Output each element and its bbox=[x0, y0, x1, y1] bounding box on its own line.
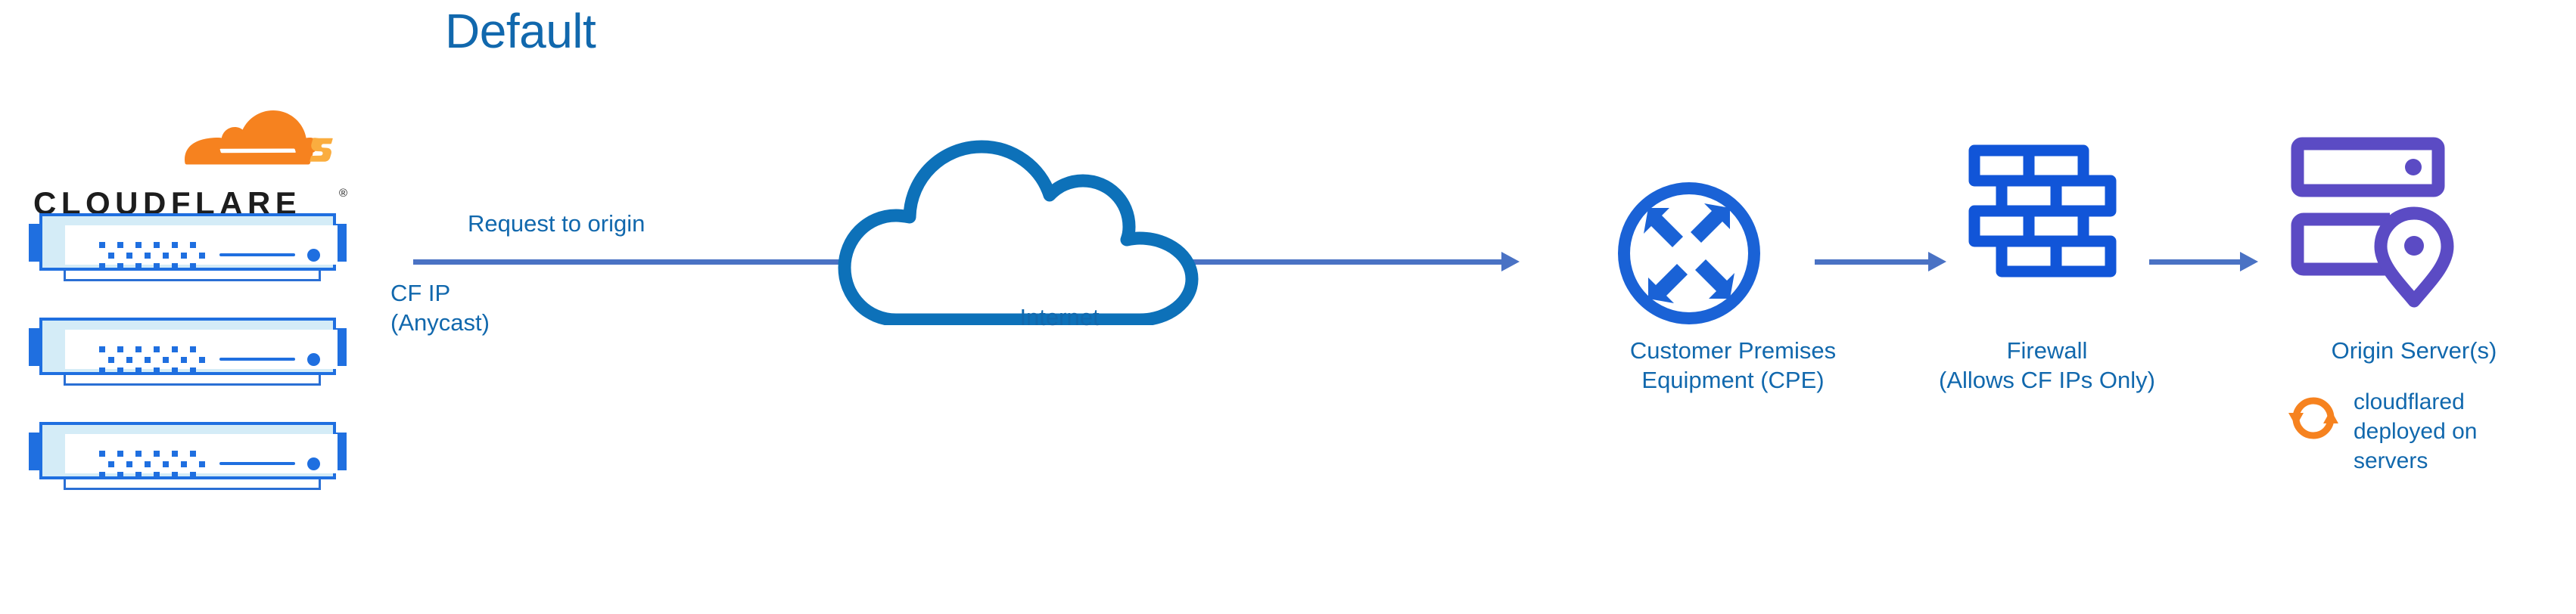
rack-status-dot bbox=[307, 457, 320, 470]
rack-tab-left bbox=[29, 433, 42, 470]
rack-face bbox=[65, 434, 338, 478]
cf-ip-label: CF IP (Anycast) bbox=[390, 280, 490, 336]
request-to-origin-label: Request to origin bbox=[468, 210, 646, 237]
flow-arrow-cpe-to-firewall-head bbox=[1928, 252, 1946, 271]
rack-status-line bbox=[219, 253, 295, 256]
flow-arrow-firewall-to-origin-line bbox=[2149, 259, 2242, 265]
orange-sync-arrows-icon bbox=[2285, 390, 2341, 450]
flow-arrow-cpe-to-firewall-line bbox=[1815, 259, 1930, 265]
rack-face bbox=[65, 330, 338, 374]
page-title: Default bbox=[445, 4, 596, 58]
rack-base bbox=[64, 478, 321, 490]
flow-arrow-firewall-to-origin-head bbox=[2240, 252, 2258, 271]
rack-status-dot bbox=[307, 353, 320, 366]
flow-arrow-cf-to-cpe-head bbox=[1501, 252, 1520, 271]
rack-status-dot bbox=[307, 249, 320, 262]
router-four-arrows-circle-icon bbox=[1613, 178, 1765, 333]
registered-mark: ® bbox=[339, 187, 348, 200]
rack-tab-left bbox=[29, 224, 42, 262]
server-rack-icon bbox=[29, 213, 347, 281]
origin-server-label: Origin Server(s) bbox=[2331, 337, 2497, 364]
brick-wall-icon bbox=[1968, 144, 2123, 296]
cloudflared-label: cloudflared deployed on servers bbox=[2354, 389, 2478, 473]
rack-tab-left bbox=[29, 328, 42, 366]
cpe-label: Customer Premises Equipment (CPE) bbox=[1629, 337, 1837, 393]
rack-body bbox=[39, 213, 338, 271]
internet-label: Internet bbox=[1019, 304, 1100, 330]
server-rack-icon bbox=[29, 422, 347, 490]
rack-status-line bbox=[219, 358, 295, 361]
internet-cloud-icon bbox=[832, 106, 1234, 329]
rack-status-line bbox=[219, 462, 295, 465]
rack-base bbox=[64, 269, 321, 281]
rack-body bbox=[39, 422, 338, 479]
rack-base bbox=[64, 374, 321, 386]
server-stack-location-pin-icon bbox=[2290, 136, 2466, 314]
rack-body bbox=[39, 318, 338, 375]
firewall-label: Firewall (Allows CF IPs Only) bbox=[1939, 337, 2155, 393]
cloudflare-logo: CLOUDFLARE ® bbox=[33, 110, 351, 221]
rack-face bbox=[65, 225, 338, 269]
server-rack-icon bbox=[29, 318, 347, 386]
cloudflare-cloud-logo-icon bbox=[185, 110, 333, 165]
